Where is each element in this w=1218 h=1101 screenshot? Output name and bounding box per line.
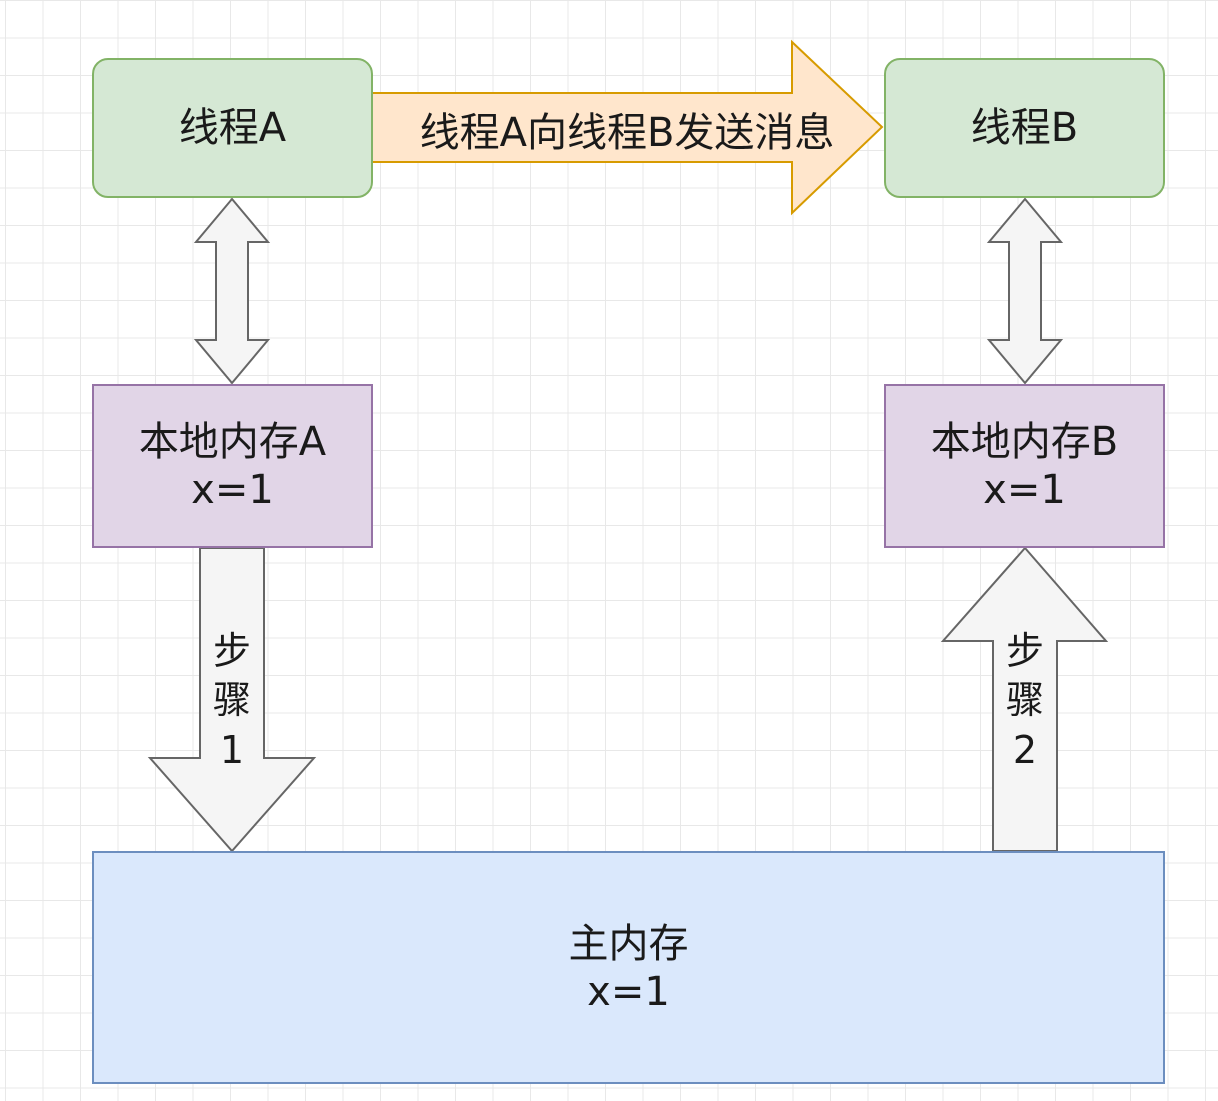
step2-char-1: 步 [1005,629,1044,673]
local-memory-b-box: 本地内存B x=1 [884,384,1165,548]
step1-label: 步 骤 1 [202,627,262,775]
main-memory-value: x=1 [587,968,670,1015]
step1-char-3: 1 [219,727,245,772]
thread-b-box: 线程B [884,58,1165,198]
message-arrow-shape [371,39,884,216]
message-text: 线程A向线程B发送消息 [419,110,835,156]
thread-a-label: 线程A [178,105,287,151]
double-arrow-b-shape [986,197,1064,385]
local-memory-a-title: 本地内存A [138,419,327,465]
step2-label: 步 骤 2 [995,627,1055,775]
step2-arrow-shape [940,546,1109,852]
main-memory-box: 主内存 x=1 [92,851,1165,1084]
step2-char-3: 2 [1012,727,1038,772]
message-arrow-label: 线程A向线程B发送消息 [380,100,874,158]
thread-b-label: 线程B [970,105,1079,151]
local-memory-b-value: x=1 [983,467,1066,513]
double-arrow-a-shape [193,197,271,385]
thread-a-box: 线程A [92,58,373,198]
local-memory-b-title: 本地内存B [930,419,1119,465]
main-memory-title: 主内存 [568,920,689,967]
step1-char-1: 步 [212,629,251,673]
local-memory-a-box: 本地内存A x=1 [92,384,373,548]
step1-char-2: 骤 [212,678,251,723]
step2-char-2: 骤 [1005,678,1044,723]
local-memory-a-value: x=1 [191,467,274,513]
step1-arrow-shape [147,547,317,853]
